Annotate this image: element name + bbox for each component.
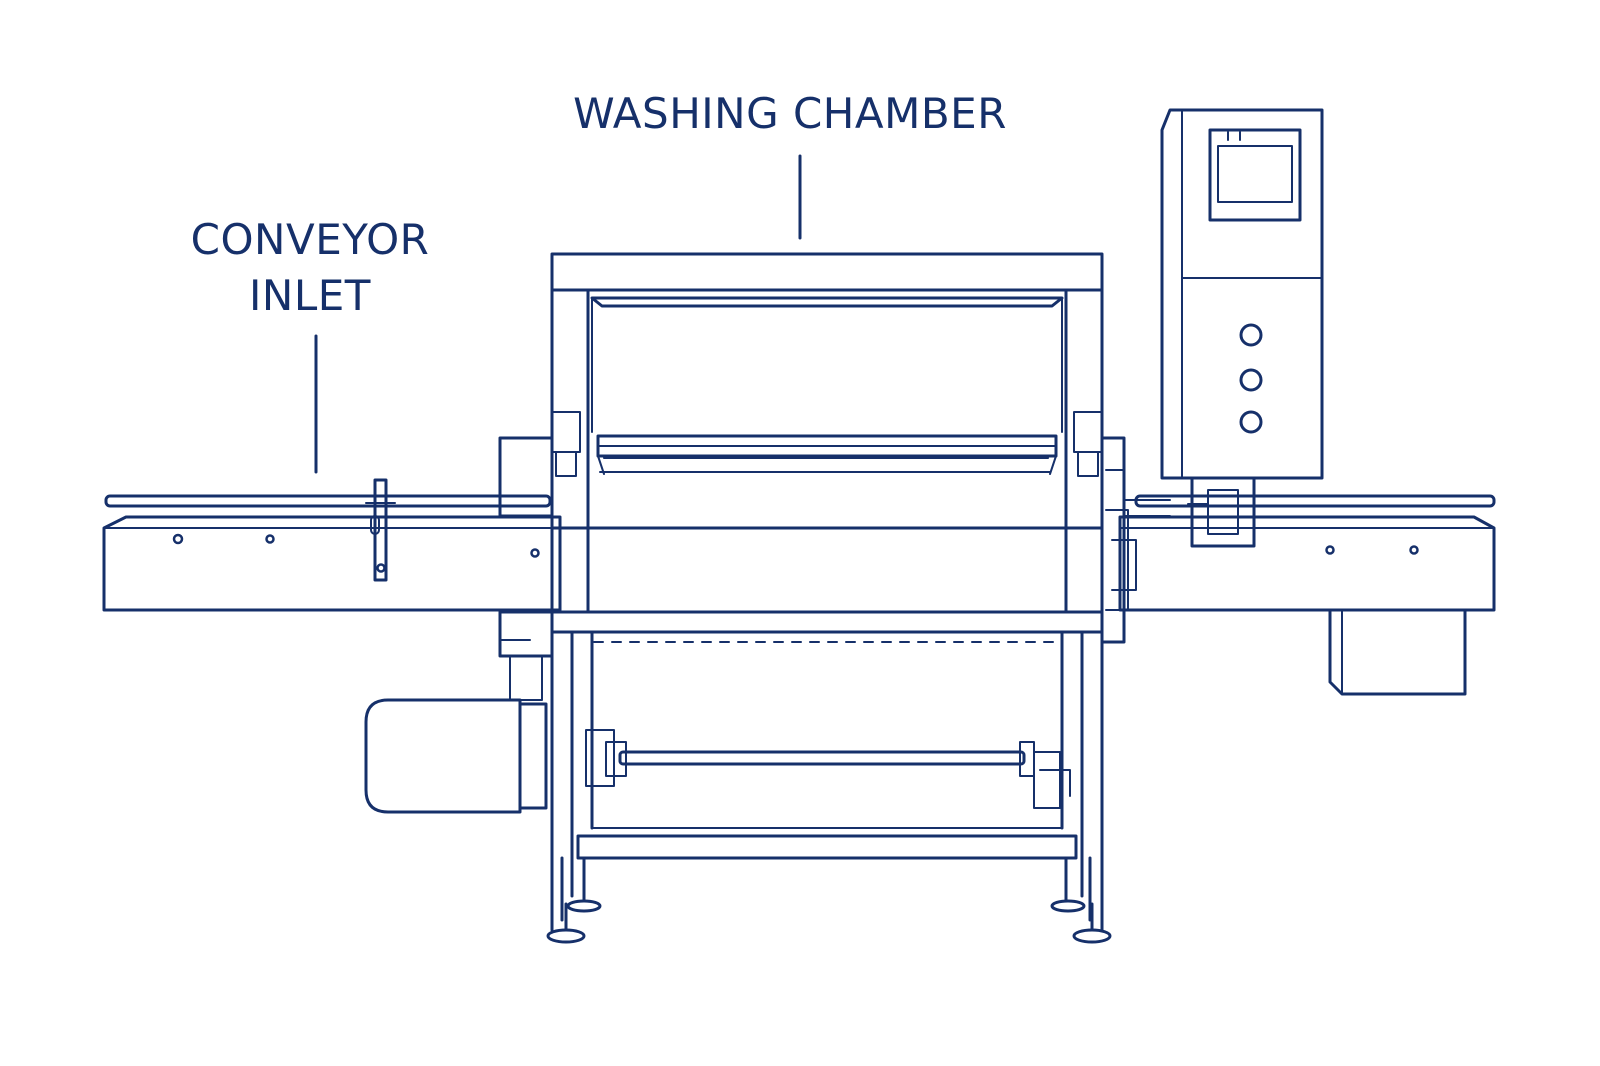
conveyor-inlet-label-line-2: INLET [249, 271, 371, 320]
base-frame [546, 630, 1112, 944]
drive-motor [364, 610, 554, 814]
conveyor-inlet-label: CONVEYOR INLET [160, 212, 460, 324]
right-conveyor [1118, 494, 1496, 696]
control-button-1 [1239, 323, 1263, 347]
hmi-screen-frame [1208, 128, 1302, 222]
control-cabinet [1160, 108, 1324, 548]
washing-chamber [550, 252, 1171, 932]
conveyor-inlet-label-line-1: CONVEYOR [190, 215, 430, 264]
control-button-2 [1239, 368, 1263, 392]
left-conveyor [102, 478, 562, 612]
left-drive-housing [498, 436, 554, 518]
hmi-screen [1217, 145, 1293, 203]
control-button-3 [1239, 410, 1263, 434]
washing-chamber-label: WASHING CHAMBER [573, 89, 1007, 138]
